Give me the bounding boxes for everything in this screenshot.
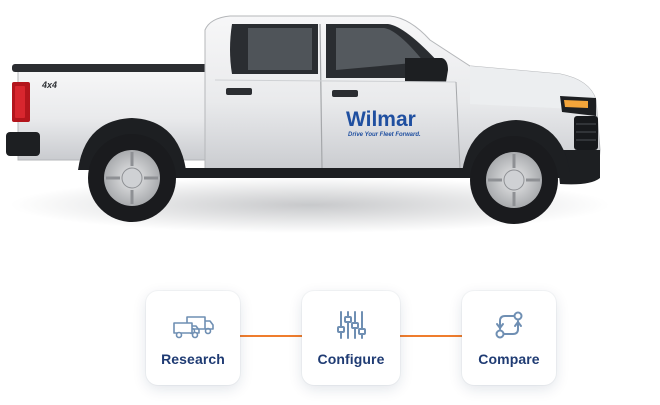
- logo-text: Wilmar: [346, 108, 416, 131]
- truck-illustration: 4x4: [6, 15, 610, 233]
- sliders-icon: [329, 309, 373, 341]
- logo-tagline: Drive Your Fleet Forward.: [348, 132, 421, 138]
- compare-label: Compare: [478, 351, 540, 367]
- research-label: Research: [161, 351, 225, 367]
- configure-label: Configure: [317, 351, 385, 367]
- step-connector: [400, 335, 462, 337]
- configure-step-button[interactable]: Configure: [302, 291, 400, 385]
- research-step-button[interactable]: Research: [146, 291, 240, 385]
- wilmar-logo: Wilmar Drive Your Fleet Forward.: [346, 108, 421, 138]
- step-connector: [240, 335, 302, 337]
- compare-step-button[interactable]: Compare: [462, 291, 556, 385]
- compare-arrows-icon: [487, 309, 531, 341]
- badge-text: 4x4: [41, 80, 57, 90]
- steps-row: Research Configure: [0, 285, 660, 395]
- trucks-icon: [171, 309, 215, 341]
